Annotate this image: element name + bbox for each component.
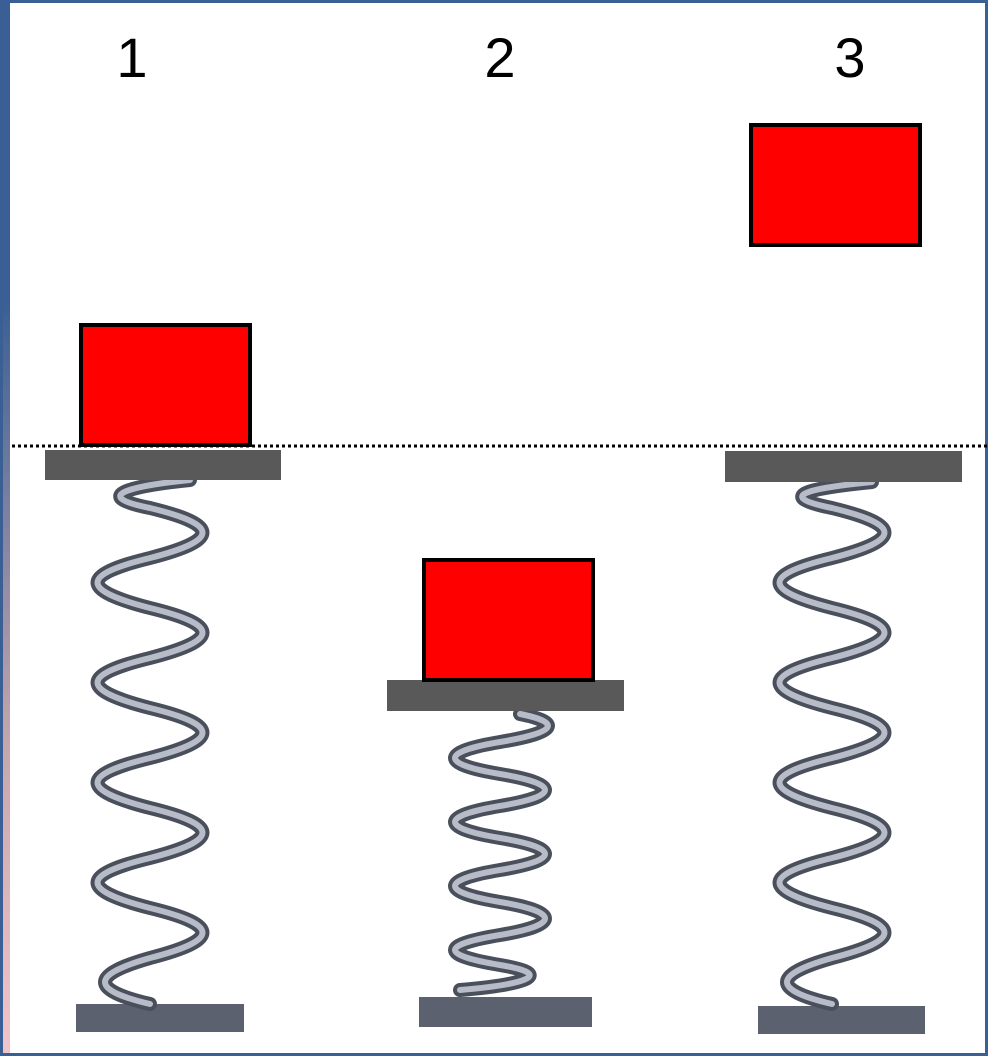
spring-plate-3 — [725, 451, 962, 482]
panel-1 — [45, 323, 281, 1032]
spring-plate-2 — [387, 680, 624, 711]
panel-2 — [387, 558, 624, 1027]
frame-left-edge — [3, 300, 10, 1053]
base-plate-1 — [76, 1004, 244, 1032]
spring-3 — [772, 475, 892, 1011]
panel-3 — [725, 123, 962, 1034]
spring-plate-1 — [45, 450, 281, 480]
panel-label-3: 3 — [834, 26, 866, 89]
red-block-1 — [79, 323, 252, 447]
base-plate-3 — [758, 1006, 925, 1034]
panel-label-1: 1 — [116, 26, 148, 89]
spring-1 — [90, 473, 210, 1011]
red-block-2 — [422, 558, 595, 682]
base-plate-2 — [419, 997, 592, 1027]
spring-coil-2 — [448, 707, 555, 997]
panel-label-2: 2 — [484, 26, 516, 89]
spring-2 — [448, 707, 555, 997]
red-block-3 — [749, 123, 922, 247]
